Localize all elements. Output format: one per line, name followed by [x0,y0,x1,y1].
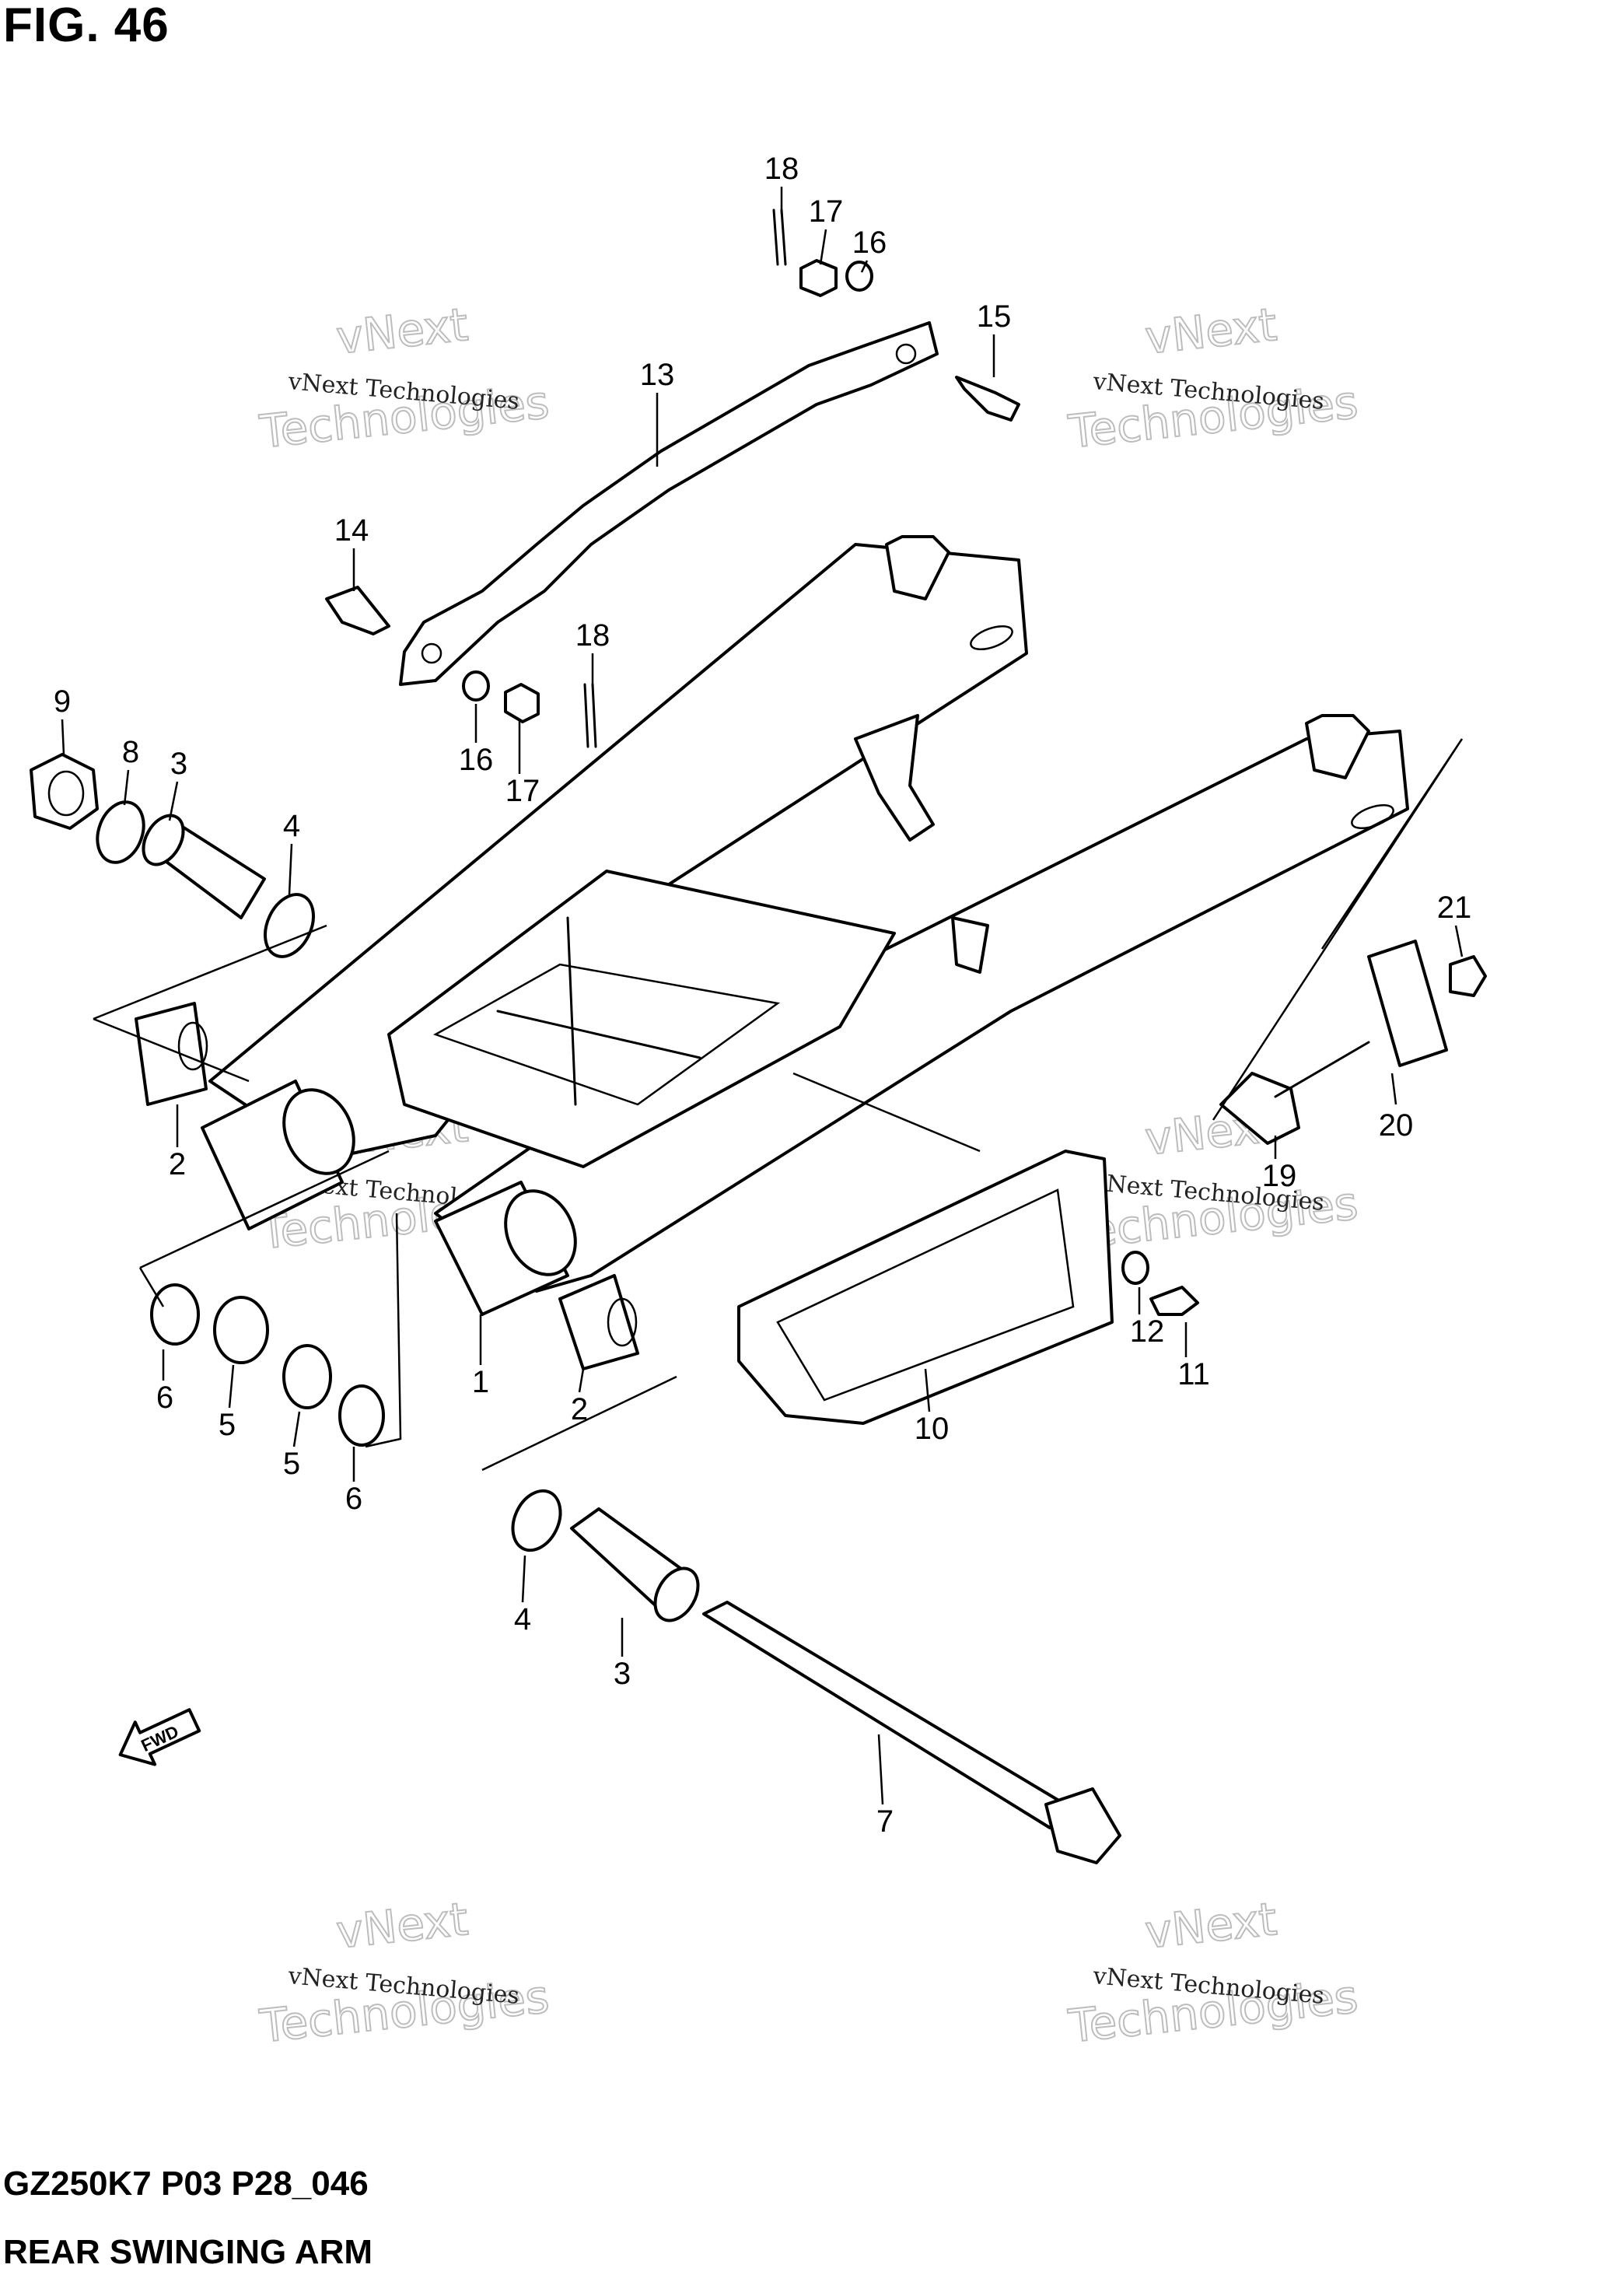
callout-13: 13 [640,358,675,392]
callout-4-lower: 4 [514,1602,531,1636]
part-1-swing-arm [201,535,1409,1316]
part-10-chain-guard [737,1150,1114,1425]
callout-12: 12 [1130,1314,1165,1349]
part-21-nut [1449,955,1487,997]
callout-2-right: 2 [571,1392,588,1426]
part-11-bolt [1149,1286,1199,1316]
part-7-pivot-bolt [702,1601,1121,1864]
callout-1: 1 [472,1365,489,1399]
part-18-cotter-pin-top [772,208,787,266]
callout-20: 20 [1379,1108,1414,1143]
part-8-washer [96,800,145,864]
part-17-nut-top [799,259,838,297]
part-5-spacer-a [213,1296,269,1364]
callout-16-top: 16 [852,226,887,260]
callout-17-top: 17 [809,194,844,229]
figure-code: GZ250K7 P03 P28_046 [3,2165,369,2203]
callout-3-upper: 3 [170,747,187,781]
part-13-brace [399,321,939,686]
callout-5-b: 5 [283,1447,300,1481]
callouts: 18 17 16 15 13 14 18 16 17 9 8 3 4 21 20… [54,152,1471,1839]
callout-15: 15 [977,299,1012,334]
watermark-text-vnext: vNext [334,298,470,364]
callout-18-top: 18 [764,152,799,186]
callout-16-mid: 16 [459,743,494,777]
leader-lines [61,187,1464,1805]
part-3-bushing-lower [570,1507,700,1622]
callout-3-lower: 3 [614,1657,631,1691]
part-19-adjuster [1219,1041,1370,1145]
watermark-text-vnext: vNext [1142,1892,1279,1958]
part-4-washer-upper [264,893,315,958]
part-5-spacer-b [282,1344,332,1409]
figure-subtitle: REAR SWINGING ARM [3,2233,373,2271]
part-2-bearing-left [135,1002,208,1106]
fwd-arrow-icon: FWD [118,1708,201,1766]
callout-5-a: 5 [219,1408,236,1442]
part-20-adjuster-plate [1367,940,1448,1067]
figure-title: FIG. 46 [3,0,170,52]
callout-8: 8 [122,735,139,769]
watermark-text-vnext: vNext [334,1892,470,1958]
callout-19: 19 [1262,1159,1297,1193]
watermark-text-vnext: vNext [1142,298,1279,364]
part-15-bolt [955,376,1020,422]
part-16-washer-top [845,261,873,292]
callout-18-mid: 18 [575,618,610,653]
part-18-cotter-pin-mid [583,683,597,748]
part-2-bearing-right [558,1274,639,1370]
part-6-washer-right [338,1384,385,1447]
callout-7: 7 [876,1804,894,1839]
callout-4-upper: 4 [283,809,300,843]
callout-9: 9 [54,684,71,719]
callout-14: 14 [334,513,369,548]
part-4-washer-lower [511,1489,562,1552]
callout-11: 11 [1177,1357,1210,1391]
callout-6-right: 6 [345,1482,362,1516]
part-12-collar [1121,1251,1149,1285]
part-3-bushing-upper [142,814,266,919]
part-14-bolt [325,586,390,635]
part-9-nut [30,753,99,830]
callout-2-left: 2 [169,1147,186,1181]
part-6-washer-left [150,1283,200,1346]
part-17-nut-mid [504,683,540,723]
callout-21: 21 [1437,891,1472,925]
part-16-washer-mid [462,670,490,702]
callout-10: 10 [915,1412,950,1446]
callout-6-left: 6 [156,1381,173,1415]
callout-17-mid: 17 [505,774,540,808]
